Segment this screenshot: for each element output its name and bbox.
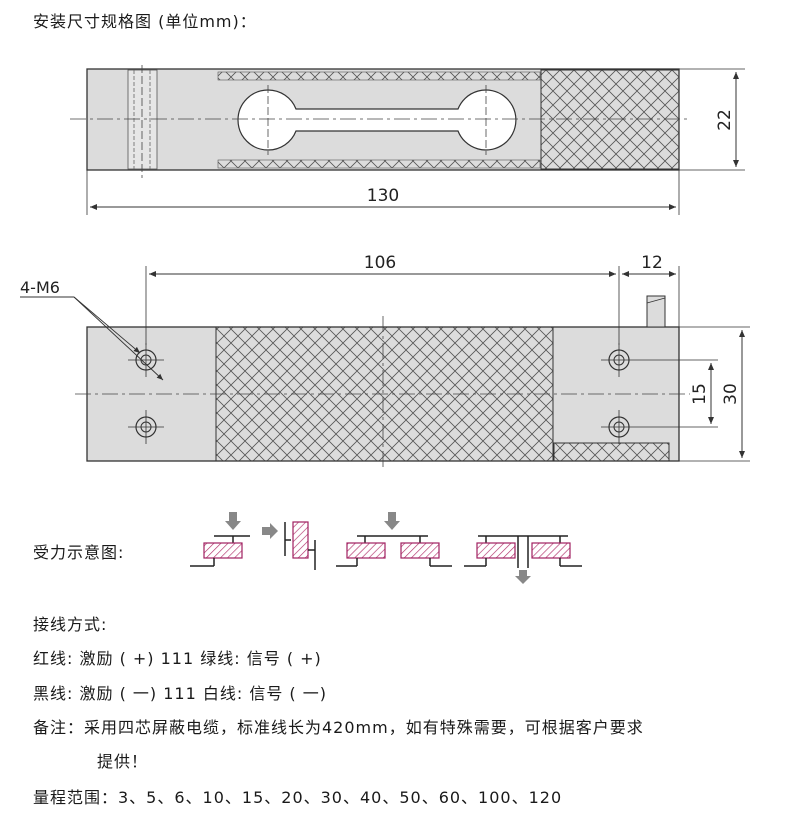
force-diagram-label: 受力示意图: bbox=[33, 543, 125, 562]
thread-hole bbox=[128, 343, 164, 377]
dim-top-length: 130 bbox=[367, 186, 399, 206]
dim-end-width: 12 bbox=[641, 253, 663, 273]
dim-hole-spacing: 106 bbox=[364, 253, 396, 273]
force-diagram-1 bbox=[190, 512, 250, 567]
dim-bottom-width: 30 bbox=[721, 383, 741, 405]
thread-label: 4-M6 bbox=[20, 278, 60, 297]
thread-hole bbox=[601, 410, 637, 444]
page-title: 安装尺寸规格图 (单位mm)： bbox=[33, 12, 257, 31]
top-view: 22 130 bbox=[70, 65, 745, 215]
force-diagram-3 bbox=[336, 512, 452, 567]
dim-top-width: 22 bbox=[715, 109, 735, 131]
dumbbell-slot bbox=[237, 89, 517, 151]
force-diagram-2 bbox=[262, 521, 316, 570]
wiring-heading: 接线方式: bbox=[33, 615, 108, 634]
force-diagrams bbox=[190, 512, 582, 584]
wiring-line-2: 黑线: 激励 ( 一) 111 白线: 信号 ( 一) bbox=[33, 684, 327, 703]
wiring-line-1: 红线: 激励 ( +) 111 绿线: 信号 ( +) bbox=[33, 649, 322, 668]
note-line-2: 提供！ bbox=[97, 752, 149, 771]
dim-hole-pitch: 15 bbox=[690, 383, 710, 405]
thread-hole bbox=[601, 343, 637, 377]
range-line: 量程范围：3、5、6、10、15、20、30、40、50、60、100、120 bbox=[33, 788, 563, 807]
side-view: 106 12 15 30 4-M6 bbox=[20, 253, 750, 470]
note-line-1: 备注：采用四芯屏蔽电缆，标准线长为420mm，如有特殊需要，可根据客户要求 bbox=[33, 718, 644, 737]
force-diagram-4 bbox=[464, 535, 582, 584]
thread-hole bbox=[128, 410, 164, 444]
